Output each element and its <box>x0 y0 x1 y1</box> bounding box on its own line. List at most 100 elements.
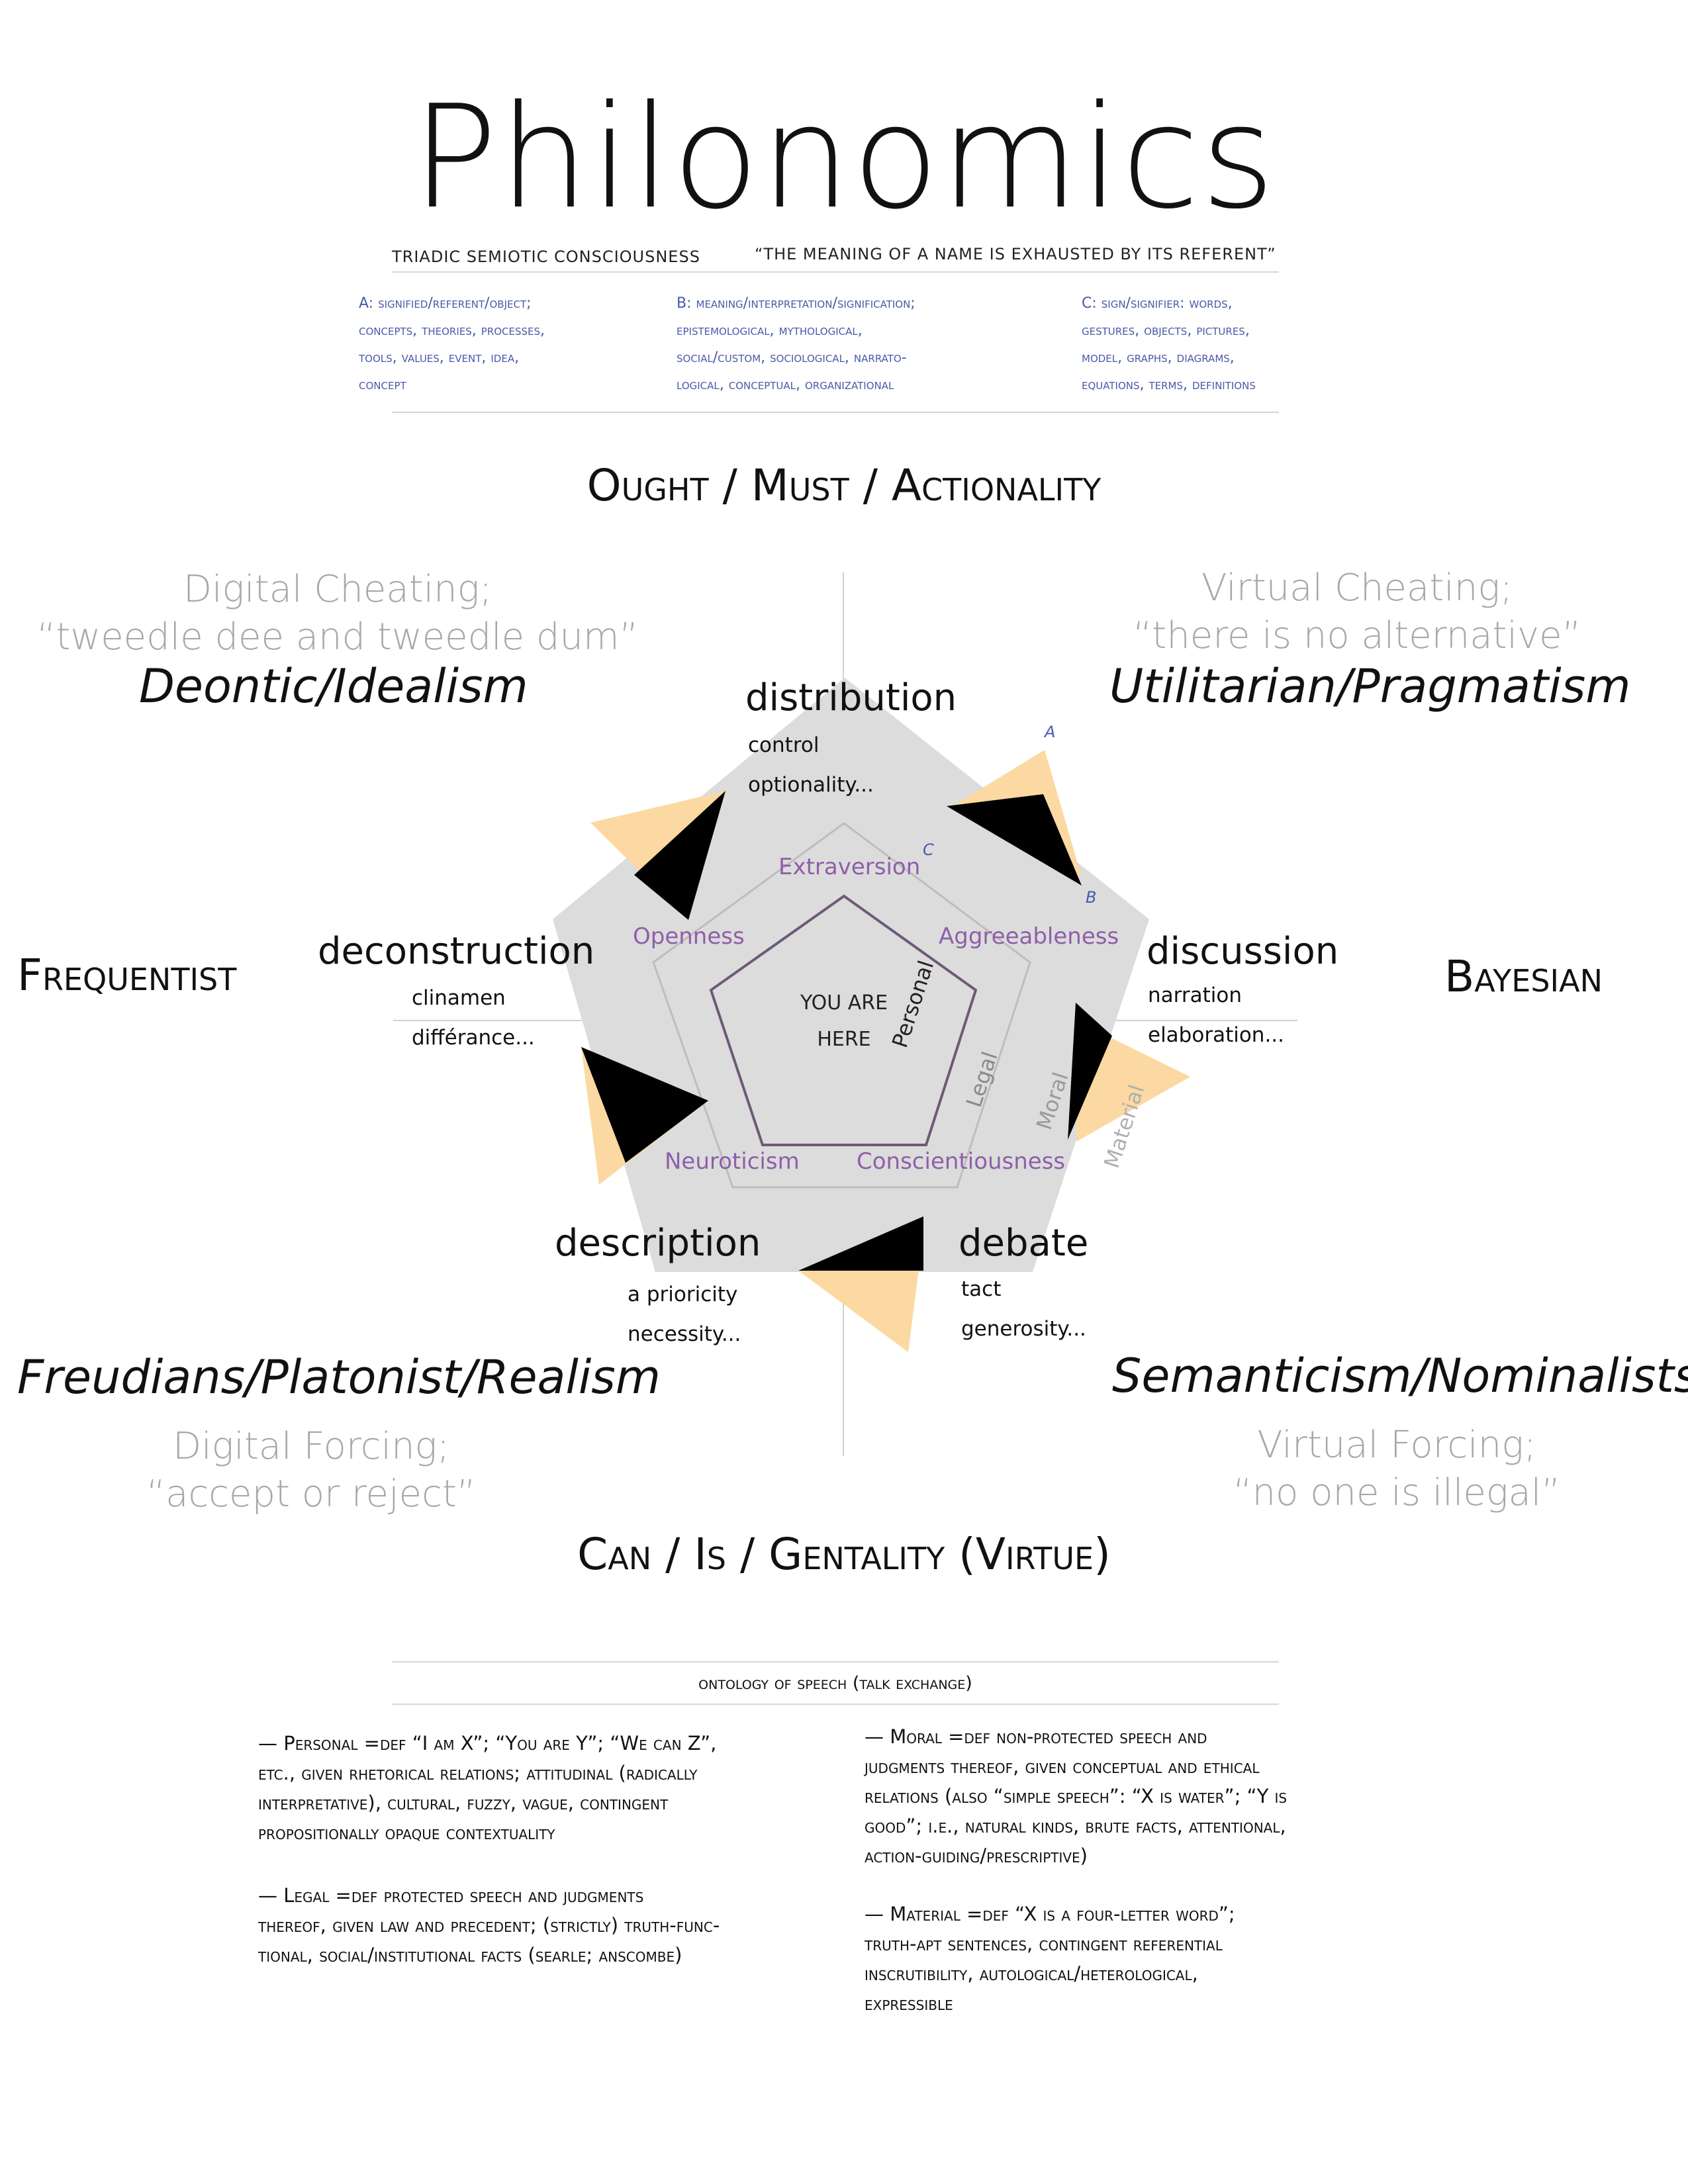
node-description-subs: a prioricity necessity... <box>628 1275 741 1354</box>
quadrant-desc-line: “there is no alternative” <box>1133 614 1581 657</box>
ontology-moral: — Moral =def non-protected speech and ju… <box>865 1722 1447 1871</box>
referent-b-line: logical, conceptual, organizational <box>677 377 894 393</box>
ontology-line: — Moral =def non-protected speech and <box>865 1725 1207 1748</box>
referent-c: C: sign/signifier: words, gestures, obje… <box>1082 290 1386 398</box>
school-semanticism-nominalists: Semanticism/Nominalists <box>1112 1349 1688 1403</box>
referent-c-line: model, graphs, diagrams, <box>1082 349 1235 366</box>
marker-b: B <box>1086 888 1097 907</box>
ontology-line: action-guiding/prescriptive) <box>865 1844 1088 1867</box>
ontology-rule-top <box>392 1661 1279 1662</box>
node-sub: optionality... <box>748 773 874 797</box>
header-rule <box>392 271 1279 273</box>
referent-a-line: concepts, theories, processes, <box>359 322 545 339</box>
school-freudians-platonist-realism: Freudians/Platonist/Realism <box>17 1350 661 1404</box>
ontology-personal: — Personal =def “I am X”; “You are Y”; “… <box>258 1729 841 1848</box>
ontology-rule-bottom <box>392 1704 1279 1705</box>
quadrant-top-left-desc: Digital Cheating; “tweedle dee and tweed… <box>26 566 649 661</box>
ontology-line: tional, social/institutional facts (sear… <box>258 1944 682 1966</box>
quadrant-top-right-desc: Virtual Cheating; “there is no alternati… <box>1046 565 1668 660</box>
quadrant-desc-line: Virtual Cheating; <box>1201 567 1513 610</box>
center-here: HERE <box>817 1028 871 1051</box>
referent-a-line: A: signified/referent/object; <box>359 295 532 312</box>
node-sub: clinamen <box>412 986 506 1010</box>
node-debate-subs: tact generosity... <box>961 1269 1086 1349</box>
axis-left-label: Frequentist <box>17 950 237 1001</box>
trait-openness: Openness <box>633 923 745 950</box>
node-debate: debate <box>959 1222 1089 1265</box>
node-discussion: discussion <box>1147 930 1339 973</box>
ontology-legal: — Legal =def protected speech and judgme… <box>258 1881 841 1970</box>
center-you-are: YOU ARE <box>800 991 888 1015</box>
node-description: description <box>555 1222 761 1265</box>
marker-c: C <box>923 841 934 859</box>
black-triangle <box>634 791 726 920</box>
ontology-line: inscrutibility, autological/heterologica… <box>865 1962 1198 1985</box>
referent-a: A: signified/referent/object; concepts, … <box>359 290 670 398</box>
ontology-line: interpretative), cultural, fuzzy, vague,… <box>258 1792 669 1814</box>
referent-rule <box>392 412 1279 413</box>
node-sub: différance... <box>412 1026 535 1050</box>
quadrant-desc-line: “tweedle dee and tweedle dum” <box>36 615 639 659</box>
school-deontic-idealism: Deontic/Idealism <box>139 659 528 713</box>
page-title: Philonomics <box>411 74 1277 240</box>
node-deconstruction-subs: clinamen différance... <box>412 978 535 1058</box>
node-deconstruction: deconstruction <box>318 930 595 973</box>
node-distribution: distribution <box>745 676 957 719</box>
node-sub: control <box>748 733 820 757</box>
referent-a-line: concept <box>359 377 406 393</box>
ontology-line: — Legal =def protected speech and judgme… <box>258 1884 644 1907</box>
referent-b-line: epistemological, mythological, <box>677 322 863 339</box>
trait-neuroticism: Neuroticism <box>665 1148 800 1175</box>
referent-b-line: social/custom, sociological, narrato- <box>677 349 907 366</box>
trait-extraversion: Extraversion <box>778 854 921 880</box>
quadrant-bottom-left-desc: Digital Forcing; “accept or reject” <box>0 1423 622 1518</box>
axis-bottom-label: Can / Is / Gentality (Virtue) <box>577 1529 1111 1580</box>
referent-a-line: tools, values, event, idea, <box>359 349 520 366</box>
middle-ring <box>652 822 1031 1189</box>
black-triangle <box>798 1216 923 1271</box>
ontology-material: — Material =def “X is a four-letter word… <box>865 1899 1447 2019</box>
referent-b-line: B: meaning/interpretation/signification; <box>677 295 915 312</box>
header-left-label: triadic semiotic consciousness <box>392 248 700 266</box>
ontology-line: — Material =def “X is a four-letter word… <box>865 1903 1235 1925</box>
ontology-line: good”; i.e., natural kinds, brute facts,… <box>865 1815 1286 1837</box>
ontology-line: — Personal =def “I am X”; “You are Y”; “… <box>258 1732 717 1754</box>
node-sub: elaboration... <box>1148 1023 1285 1047</box>
trait-agreeableness: Aggreeableness <box>939 923 1119 950</box>
node-sub: generosity... <box>961 1317 1086 1341</box>
node-distribution-subs: control optionality... <box>748 725 874 805</box>
inner-pentagon <box>709 894 978 1146</box>
marker-a: A <box>1045 723 1056 741</box>
referent-b: B: meaning/interpretation/signification;… <box>677 290 1047 398</box>
ontology-line: propositionally opaque contextuality <box>258 1821 555 1844</box>
axis-top-label: Ought / Must / Actionality <box>586 460 1102 511</box>
node-discussion-subs: narration elaboration... <box>1148 976 1284 1055</box>
black-triangle <box>581 1047 708 1163</box>
ontology-line: truth-apt sentences, contingent referent… <box>865 1933 1223 1955</box>
school-utilitarian-pragmatism: Utilitarian/Pragmatism <box>1109 659 1631 713</box>
referent-c-line: equations, terms, definitions <box>1082 377 1256 393</box>
quadrant-desc-line: “accept or reject” <box>146 1473 476 1516</box>
black-triangle <box>947 794 1082 886</box>
header-quote: “the meaning of a name is exhausted by i… <box>755 245 1276 263</box>
node-sub: a prioricity <box>628 1283 738 1306</box>
node-sub: necessity... <box>628 1322 741 1346</box>
quadrant-desc-line: “no one is illegal” <box>1233 1471 1561 1514</box>
quadrant-bottom-right-desc: Virtual Forcing; “no one is illegal” <box>1086 1422 1688 1517</box>
ontology-title: ontology of speech (talk exchange) <box>698 1673 972 1694</box>
trait-conscientiousness: Conscientiousness <box>857 1148 1066 1175</box>
ontology-line: expressible <box>865 1992 953 2015</box>
referent-c-line: C: sign/signifier: words, <box>1082 295 1233 312</box>
quadrant-desc-line: Digital Cheating; <box>183 568 492 611</box>
quadrant-desc-line: Digital Forcing; <box>172 1425 450 1468</box>
ontology-line: relations (also “simple speech”: “X is w… <box>865 1785 1288 1807</box>
node-sub: tact <box>961 1277 1002 1301</box>
ontology-line: thereof, given law and precedent; (stric… <box>258 1914 720 1936</box>
axis-right-label: Bayesian <box>1444 951 1603 1002</box>
ontology-line: judgments thereof, given conceptual and … <box>865 1755 1260 1778</box>
black-triangle <box>1068 1003 1112 1140</box>
quadrant-desc-line: Virtual Forcing; <box>1257 1424 1536 1467</box>
referent-c-line: gestures, objects, pictures, <box>1082 322 1250 339</box>
ontology-line: etc., given rhetorical relations; attitu… <box>258 1762 698 1784</box>
